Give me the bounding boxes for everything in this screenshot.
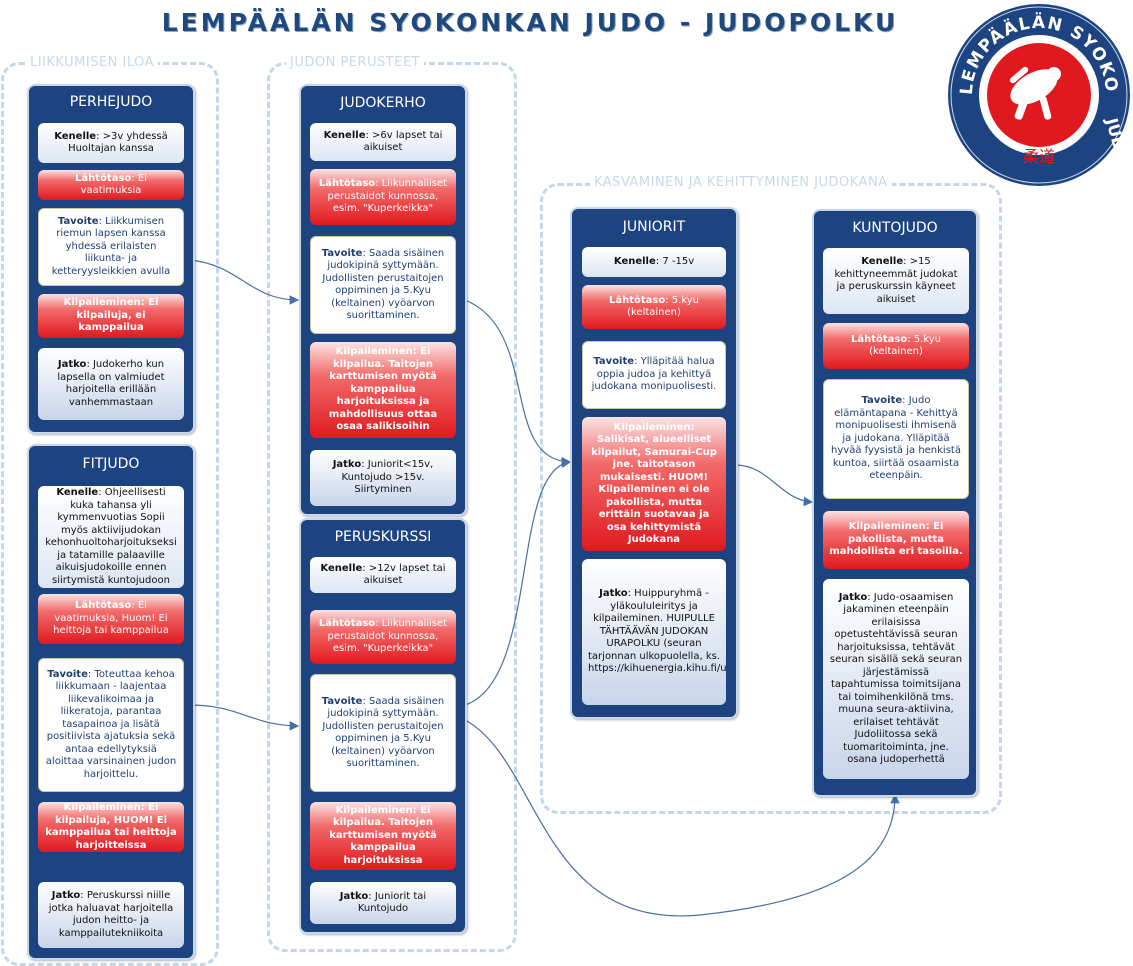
card-jatko: Jatko: Huippuryhmä - yläkoululeiritys ja… <box>582 559 726 705</box>
card-kenelle: Kenelle: >6v lapset tai aikuiset <box>310 123 456 161</box>
column-peruskurssi: PERUSKURSSI Kenelle: >12v lapset tai aik… <box>299 518 467 934</box>
card-tavoite: Tavoite: Liikkumisen riemun lapsen kanss… <box>38 208 184 286</box>
card-tavoite: Tavoite: Saada sisäinen judokipinä sytty… <box>310 236 456 334</box>
column-fitjudo: FITJUDO Kenelle: Ohjeellisesti kuka taha… <box>27 444 195 960</box>
svg-text:柔道: 柔道 <box>1023 147 1055 166</box>
page-title: LEMPÄÄLÄN SYOKONKAN JUDO - JUDOPOLKU <box>161 8 899 37</box>
card-lahtotaso: Lähtötaso: 5.kyu (keltainen) <box>582 285 726 329</box>
card-jatko: Jatko: Judokerho kun lapsella on valmiud… <box>38 348 184 420</box>
card-lahtotaso: Lähtötaso: Liikunnalliset perustaidot ku… <box>310 610 456 664</box>
card-kenelle: Kenelle: >15 kehittyneemmät judokat ja p… <box>823 248 969 314</box>
card-tavoite: Tavoite: Judo elämäntapana - Kehittyä mo… <box>823 379 969 499</box>
card-kenelle: Kenelle: 7 -15v <box>582 247 726 277</box>
card-kilpaileminen: Kilpaileminen: Ei kilpailuja, ei kamppai… <box>38 294 184 338</box>
card-tavoite: Tavoite: Saada sisäinen judokipinä sytty… <box>310 674 456 792</box>
card-tavoite: Tavoite: Toteuttaa kehoa liikkumaan - la… <box>38 658 184 792</box>
column-title: KUNTOJUDO <box>852 220 938 236</box>
card-kilpaileminen: Kilpaileminen: Ei kilpailua. Taitojen ka… <box>310 342 456 438</box>
group-label-judon-perusteet: JUDON PERUSTEET <box>286 55 425 70</box>
card-lahtotaso: Lähtötaso: Liikunnalliset perustaidot ku… <box>310 169 456 225</box>
card-jatko: Jatko: Peruskurssi niille jotka haluavat… <box>38 882 184 948</box>
card-kilpaileminen: Kilpaileminen: Salikisat, alueelliset ki… <box>582 417 726 551</box>
card-kilpaileminen: Kilpaileminen: Ei kilpailuja, HUOM! Ei k… <box>38 802 184 852</box>
card-jatko: Jatko: Judo-osaamisen jakaminen eteenpäi… <box>823 579 969 779</box>
card-kenelle: Kenelle: >12v lapset tai aikuiset <box>310 557 456 593</box>
club-logo: LEMPÄÄLÄN SYOKONKAN JUDO 柔道 <box>946 2 1132 186</box>
column-title: PERUSKURSSI <box>334 529 432 545</box>
column-perhejudo: PERHEJUDO Kenelle: >3v yhdessä Huoltajan… <box>27 84 195 434</box>
column-judokerho: JUDOKERHO Kenelle: >6v lapset tai aikuis… <box>299 84 467 516</box>
arrow-judokerho-to-juniorit <box>464 299 572 467</box>
column-title: JUDOKERHO <box>340 95 426 111</box>
card-lahtotaso: Lähtötaso: Ei vaatimuksia <box>38 170 184 200</box>
card-kenelle: Kenelle: >3v yhdessä Huoltajan kanssa <box>38 123 184 163</box>
card-jatko: Jatko: Juniorit tai Kuntojudo <box>310 882 456 924</box>
column-title: PERHEJUDO <box>69 94 153 110</box>
card-jatko: Jatko: Juniorit<15v, Kuntojudo >15v. Sii… <box>310 450 456 506</box>
column-kuntojudo: KUNTOJUDO Kenelle: >15 kehittyneemmät ju… <box>812 209 978 797</box>
arrow-peruskurssi-to-juniorit <box>464 458 572 706</box>
group-label-kasvaminen: KASVAMINEN JA KEHITTYMINEN JUDOKANA <box>590 175 892 190</box>
card-lahtotaso: Lähtötaso: Ei vaatimuksia, Huom! Ei heit… <box>38 594 184 644</box>
arrow-juniorit-to-kuntojudo <box>734 464 814 507</box>
card-lahtotaso: Lähtötaso: 5.kyu (keltainen) <box>823 323 969 369</box>
group-label-liikkumisen-iloa: LIIKKUMISEN ILOA <box>26 55 159 70</box>
arrow-fitjudo-to-peruskurssi <box>189 704 300 731</box>
arrow-perhejudo-to-judokerho <box>189 259 300 305</box>
arrow-peruskurssi-to-kuntojudo <box>464 719 900 917</box>
column-title: JUNIORIT <box>622 219 686 235</box>
column-title: FITJUDO <box>82 456 140 472</box>
column-juniorit: JUNIORIT Kenelle: 7 -15v Lähtötaso: 5.ky… <box>570 207 738 719</box>
card-kenelle: Kenelle: Ohjeellisesti kuka tahansa yli … <box>38 486 184 588</box>
card-kilpaileminen: Kilpaileminen: Ei kilpailua. Taitojen ka… <box>310 802 456 870</box>
card-kilpaileminen: Kilpaileminen: Ei pakollista, mutta mahd… <box>823 511 969 569</box>
card-tavoite: Tavoite: Ylläpitää halua oppia judoa ja … <box>582 341 726 409</box>
